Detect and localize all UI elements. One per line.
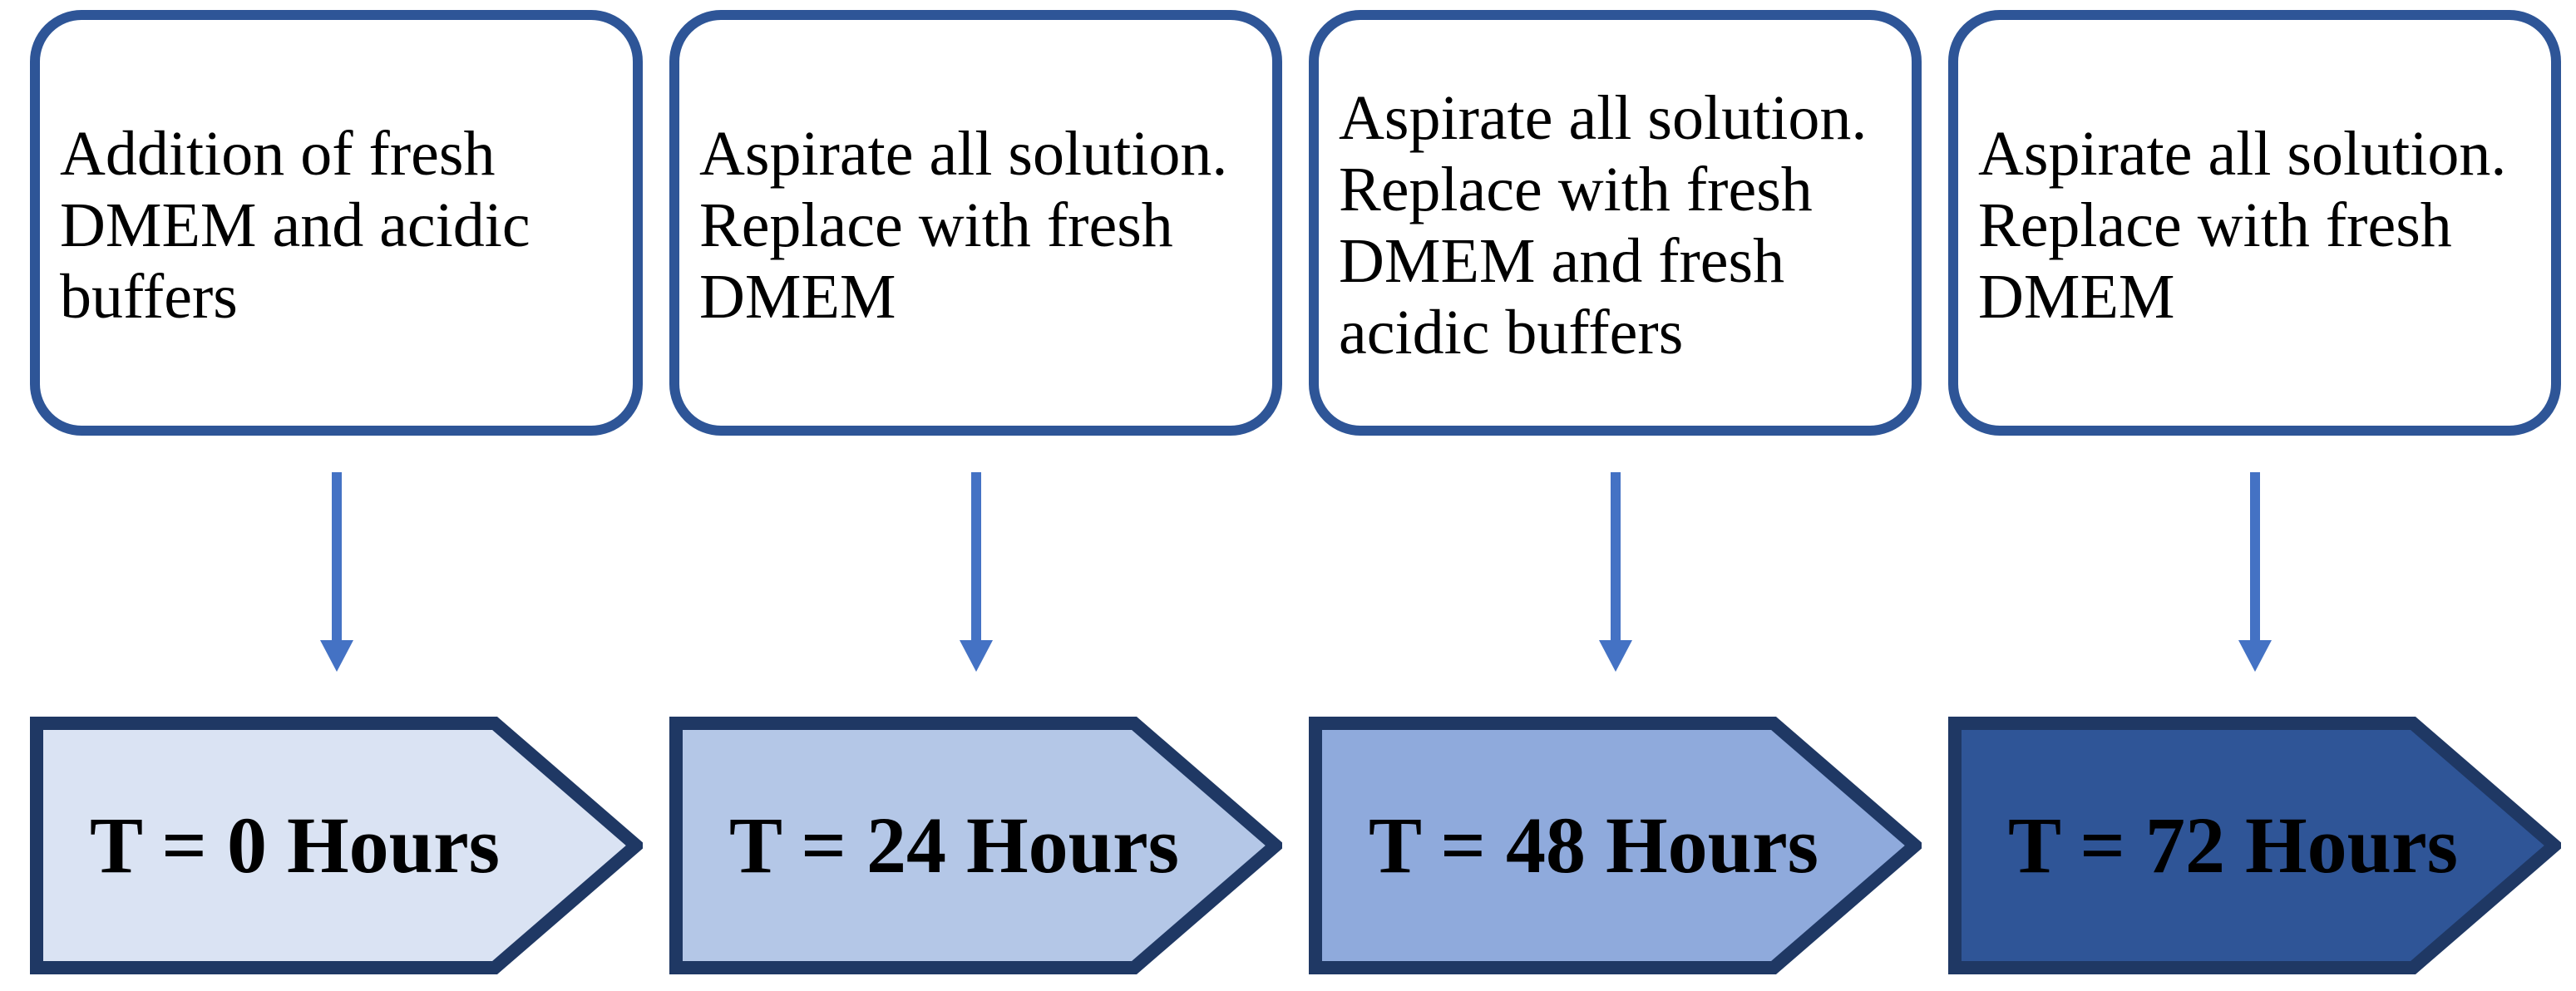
chevron-label: T = 48 Hours bbox=[1369, 801, 1819, 890]
chevron-shape bbox=[669, 717, 1282, 974]
chevron-polygon bbox=[669, 717, 1282, 974]
chevron-polygon bbox=[1309, 717, 1922, 974]
step-column-t72: Aspirate all solution. Replace with fres… bbox=[1948, 10, 2561, 974]
note-text: Aspirate all solution. Replace with fres… bbox=[1339, 83, 1868, 367]
note-text: Aspirate all solution. Replace with fres… bbox=[1978, 119, 2507, 332]
down-arrow-icon bbox=[959, 472, 993, 672]
step-column-t0: Addition of fresh DMEM and acidic buffer… bbox=[30, 10, 643, 974]
step-column-t48: Aspirate all solution. Replace with fres… bbox=[1309, 10, 1922, 974]
note-box: Aspirate all solution. Replace with fres… bbox=[669, 10, 1282, 436]
note-text: Aspirate all solution. Replace with fres… bbox=[699, 119, 1228, 332]
chevron-polygon bbox=[1948, 717, 2561, 974]
down-arrow-shape bbox=[319, 472, 353, 672]
chevron-polygon bbox=[30, 717, 643, 974]
timeline-chevron: T = 24 Hours bbox=[669, 717, 1282, 974]
down-arrow-shape bbox=[1598, 472, 1632, 672]
chevron-label: T = 0 Hours bbox=[90, 801, 501, 890]
chevron-label: T = 72 Hours bbox=[2008, 801, 2459, 890]
timeline-chevron: T = 72 Hours bbox=[1948, 717, 2561, 974]
down-arrow-shape bbox=[959, 472, 993, 672]
timeline-chevron: T = 0 Hours bbox=[30, 717, 643, 974]
chevron-shape bbox=[1948, 717, 2561, 974]
note-box: Aspirate all solution. Replace with fres… bbox=[1309, 10, 1922, 436]
down-arrow-shape bbox=[2238, 472, 2272, 672]
timeline-chevron: T = 48 Hours bbox=[1309, 717, 1922, 974]
note-text: Addition of fresh DMEM and acidic buffer… bbox=[60, 119, 530, 332]
chevron-shape bbox=[30, 717, 643, 974]
chevron-shape bbox=[1309, 717, 1922, 974]
note-box: Addition of fresh DMEM and acidic buffer… bbox=[30, 10, 643, 436]
chevron-label: T = 24 Hours bbox=[729, 801, 1180, 890]
step-column-t24: Aspirate all solution. Replace with fres… bbox=[669, 10, 1282, 974]
down-arrow-icon bbox=[319, 472, 353, 672]
note-box: Aspirate all solution. Replace with fres… bbox=[1948, 10, 2561, 436]
down-arrow-icon bbox=[2238, 472, 2272, 672]
down-arrow-icon bbox=[1598, 472, 1632, 672]
